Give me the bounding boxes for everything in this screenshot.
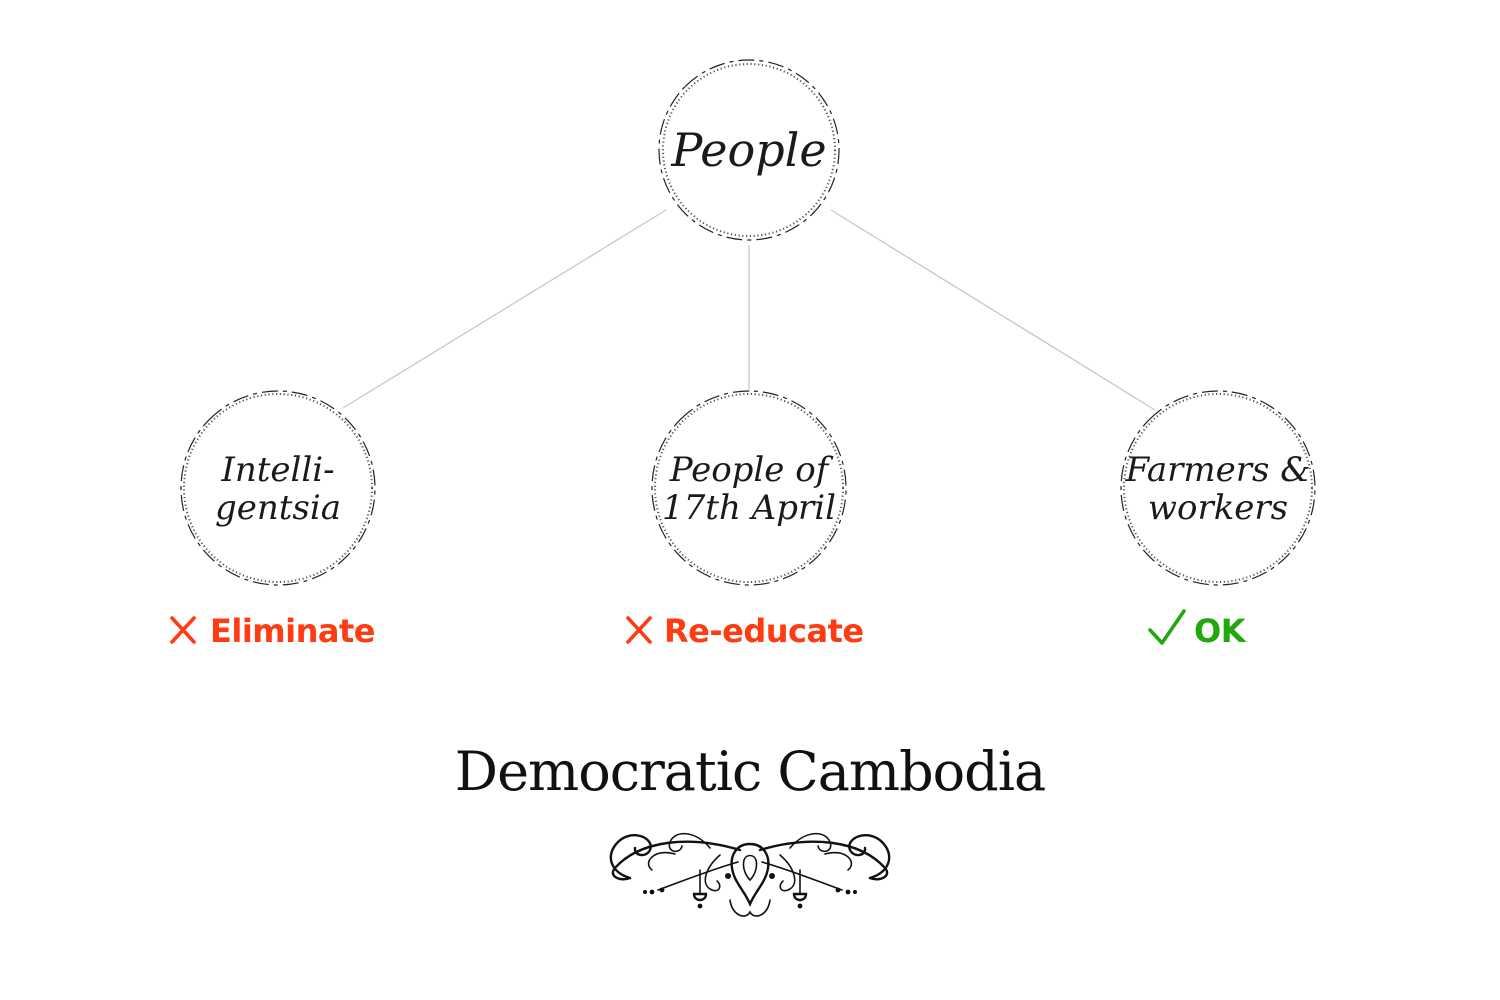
verdict-label: OK [1194, 612, 1247, 650]
verdict-eliminate: Eliminate [170, 612, 375, 650]
verdict-label: Re-educate [664, 612, 864, 650]
cross-icon-stroke-b [170, 616, 196, 644]
verdict-ok: OK [1148, 609, 1247, 650]
verdict-re-educate: Re-educate [626, 612, 864, 650]
connector-farmers [830, 209, 1156, 411]
connector-intelligentsia [342, 209, 667, 409]
check-icon [1148, 609, 1186, 645]
cross-icon [170, 616, 196, 644]
cross-icon-stroke-b [626, 616, 652, 644]
node-label-line-1: Farmers & [1125, 450, 1311, 490]
node-label-line-2: gentsia [215, 488, 341, 528]
root-node-label: People [670, 123, 826, 177]
node-label-line-1: Intelli- [220, 450, 334, 490]
cross-icon [626, 616, 652, 644]
verdict-label: Eliminate [210, 612, 375, 650]
flourish-ornament-icon [609, 832, 891, 917]
node-label-line-2: workers [1148, 488, 1288, 528]
child-node-intelligentsia: Intelli- gentsia [180, 390, 376, 586]
node-label-line-1: People of [669, 450, 834, 490]
diagram-title: Democratic Cambodia [455, 740, 1045, 803]
child-node-april-people: People of 17th April [651, 390, 847, 586]
node-label-line-2: 17th April [662, 488, 836, 528]
child-node-farmers: Farmers & workers [1120, 390, 1316, 586]
root-node: People [658, 59, 840, 241]
